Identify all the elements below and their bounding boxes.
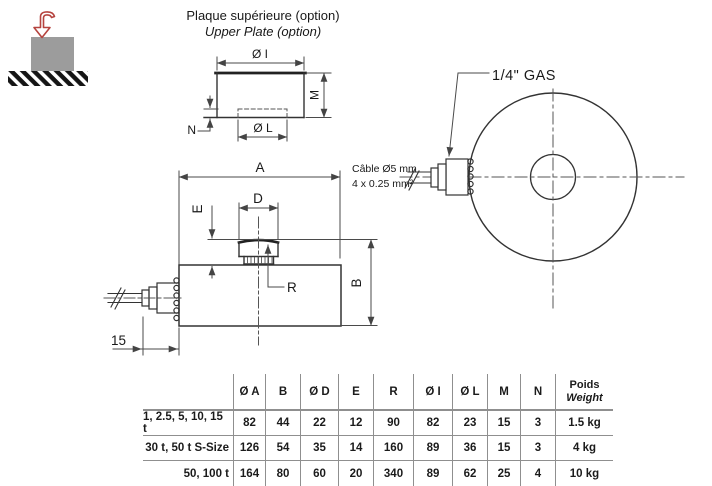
cell: 126 <box>233 436 265 461</box>
cell: 3 <box>520 411 555 436</box>
dim-offset-15 <box>112 316 180 356</box>
dim-label-dia-I: Ø I <box>252 47 268 61</box>
corner-header-cell <box>143 374 233 411</box>
gas-thread-label: 1/4" GAS <box>492 68 556 84</box>
dim-label-R: R <box>287 280 297 295</box>
top-view: 1/4" GAS <box>399 68 685 309</box>
upper-plate-view: Plaque supérieure (option) Upper Plate (… <box>186 8 340 142</box>
col-header-M: M <box>487 374 520 411</box>
cell: 54 <box>265 436 300 461</box>
col-header-dia-A: Ø A <box>233 374 265 411</box>
dim-label-dia-L: Ø L <box>253 121 273 135</box>
dim-label-N: N <box>187 123 196 137</box>
upper-plate-title-fr: Plaque supérieure (option) <box>186 8 339 23</box>
dim-M <box>305 72 332 118</box>
cell: 340 <box>373 461 413 486</box>
cell: 82 <box>233 411 265 436</box>
cell: 36 <box>452 436 487 461</box>
cell: 35 <box>300 436 338 461</box>
col-header-B: B <box>265 374 300 411</box>
dim-label-offset: 15 <box>111 333 126 348</box>
cell: 20 <box>338 461 373 486</box>
cable-spec-line1: Câble Ø5 mm <box>352 163 417 175</box>
dimension-table: Ø A B Ø D E R Ø I Ø L M N Poids Weight 1… <box>143 374 613 486</box>
side-view: A D E R B 15 <box>103 160 417 356</box>
side-cable-gland <box>141 277 180 322</box>
col-header-dia-D: Ø D <box>300 374 338 411</box>
dim-D <box>238 202 279 240</box>
compression-load-icon <box>8 11 88 86</box>
col-header-weight: Poids Weight <box>555 374 613 411</box>
dim-label-E: E <box>190 204 205 213</box>
cell: 15 <box>487 411 520 436</box>
col-header-dia-L: Ø L <box>452 374 487 411</box>
weight-header-fr: Poids <box>569 379 600 392</box>
cell: 89 <box>413 461 452 486</box>
dim-N <box>197 95 219 132</box>
dim-label-M: M <box>308 90 322 100</box>
cell: 23 <box>452 411 487 436</box>
cell: 22 <box>300 411 338 436</box>
col-header-dia-I: Ø I <box>413 374 452 411</box>
cell: 82 <box>413 411 452 436</box>
dim-label-D: D <box>253 191 263 206</box>
col-header-E: E <box>338 374 373 411</box>
col-header-R: R <box>373 374 413 411</box>
cell: 160 <box>373 436 413 461</box>
cell: 1.5 kg <box>555 411 613 436</box>
cell: 3 <box>520 436 555 461</box>
cell: 80 <box>265 461 300 486</box>
cell: 89 <box>413 436 452 461</box>
dim-label-B: B <box>349 278 364 287</box>
cell: 14 <box>338 436 373 461</box>
col-header-N: N <box>520 374 555 411</box>
cell: 90 <box>373 411 413 436</box>
radius-leader <box>264 244 285 288</box>
top-cable-gland <box>430 158 474 196</box>
row-label: 30 t, 50 t S-Size <box>143 436 233 461</box>
gas-thread-leader <box>446 72 490 157</box>
dim-label-A: A <box>255 160 264 175</box>
side-cable <box>107 287 143 310</box>
cell: 60 <box>300 461 338 486</box>
dim-dia-I <box>216 56 305 71</box>
cell: 62 <box>452 461 487 486</box>
dim-B <box>340 239 378 326</box>
upper-plate-title-en: Upper Plate (option) <box>205 24 321 39</box>
cell: 4 <box>520 461 555 486</box>
cell: 10 kg <box>555 461 613 486</box>
dim-A <box>178 170 341 265</box>
cable-spec-line2: 4 x 0.25 mm² <box>352 178 414 190</box>
ground-hatch <box>8 71 88 86</box>
cell: 4 kg <box>555 436 613 461</box>
plate-recess-hidden-lines <box>237 108 288 118</box>
red-force-arrow-icon <box>33 11 56 39</box>
cell: 12 <box>338 411 373 436</box>
load-cell-body <box>178 264 342 327</box>
cell: 164 <box>233 461 265 486</box>
weight-header-en: Weight <box>566 391 603 404</box>
cell: 25 <box>487 461 520 486</box>
load-block <box>31 37 74 71</box>
cell: 44 <box>265 411 300 436</box>
row-label: 1, 2.5, 5, 10, 15 t <box>143 411 233 436</box>
top-cable <box>404 168 432 191</box>
cell: 15 <box>487 436 520 461</box>
dim-dia-L <box>237 119 288 142</box>
row-label: 50, 100 t <box>183 467 229 480</box>
